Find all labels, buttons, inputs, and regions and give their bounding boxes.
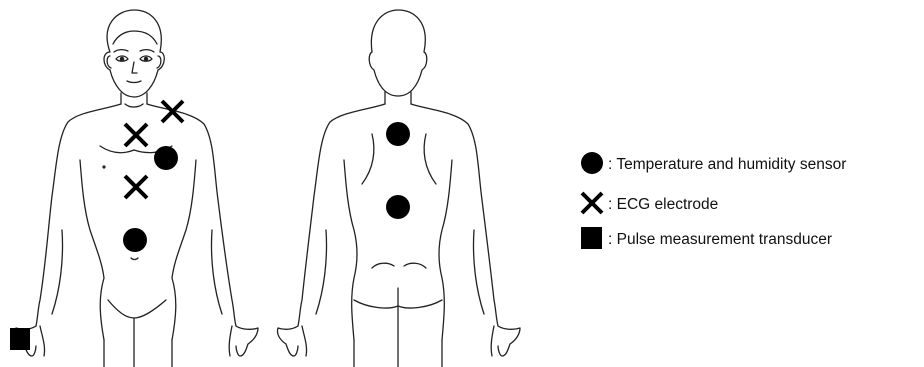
legend-label-ecg-electrode: : ECG electrode xyxy=(608,196,718,213)
temperature-humidity-sensor-abdomen xyxy=(123,228,147,252)
legend: : Temperature and humidity sensor : ECG … xyxy=(581,152,846,249)
legend-symbol-circle xyxy=(581,152,603,174)
back-markers xyxy=(386,122,410,219)
pulse-measurement-transducer xyxy=(10,328,30,350)
chest-mark xyxy=(102,165,105,168)
front-markers xyxy=(10,101,183,350)
legend-symbol-cross xyxy=(582,193,602,213)
temperature-humidity-sensor-lower-back xyxy=(386,195,410,219)
legend-label-temperature-humidity: : Temperature and humidity sensor xyxy=(608,156,846,173)
temperature-humidity-sensor-upper-back xyxy=(386,122,410,146)
legend-label-pulse-transducer: : Pulse measurement transducer xyxy=(608,231,832,248)
legend-symbol-square xyxy=(581,227,602,249)
ecg-electrode-middle xyxy=(125,124,147,146)
back-body-outline xyxy=(277,10,520,367)
temperature-humidity-sensor-chest xyxy=(154,146,178,170)
ecg-electrode-lower xyxy=(125,176,147,198)
ecg-electrode-upper xyxy=(162,101,183,122)
